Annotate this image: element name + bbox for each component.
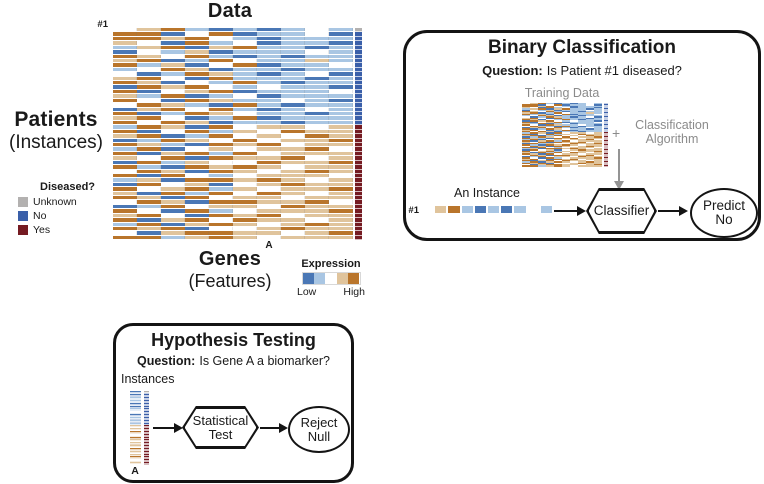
an-instance-label: An Instance bbox=[453, 186, 520, 200]
yes-swatch bbox=[18, 225, 28, 235]
patients-axis-label: Patients (Instances) bbox=[0, 108, 112, 154]
diseased-legend: Diseased? Unknown No Yes bbox=[18, 181, 95, 236]
instances-label: Instances bbox=[121, 372, 175, 386]
instance-arrow-head bbox=[577, 206, 586, 216]
legend-item-label: No bbox=[33, 210, 47, 222]
classifier-arrow-head bbox=[679, 206, 688, 216]
genes-title: Genes bbox=[198, 248, 262, 270]
classification-algorithm-label: Classification Algorithm bbox=[635, 118, 709, 147]
legend-item-label: Unknown bbox=[33, 196, 77, 208]
expression-low-label: Low bbox=[297, 286, 317, 298]
patients-title: Patients bbox=[14, 108, 98, 131]
diseased-legend-title: Diseased? bbox=[40, 181, 96, 193]
strip-arrow-head bbox=[174, 423, 183, 433]
reject-null-label: Reject Null bbox=[300, 415, 338, 444]
instance-strip bbox=[422, 206, 553, 213]
binary-panel-title: Binary Classification bbox=[488, 37, 676, 58]
patients-subtitle: (Instances) bbox=[9, 132, 103, 153]
hypothesis-question-label: Question: bbox=[137, 354, 196, 368]
unknown-swatch bbox=[18, 197, 28, 207]
colA-label-strip: A bbox=[131, 465, 139, 477]
reject-null-node: Reject Null bbox=[288, 406, 350, 453]
training-data-label: Training Data bbox=[524, 86, 600, 100]
class-label-column bbox=[355, 28, 362, 241]
legend-item-label: Yes bbox=[33, 224, 51, 236]
expression-color-scale bbox=[301, 272, 361, 285]
row1-label: #1 bbox=[97, 19, 108, 30]
binary-classification-panel: Binary Classification Question:Is Patien… bbox=[403, 30, 761, 241]
binary-question-text: Is Patient #1 diseased? bbox=[546, 63, 682, 78]
binary-question: Question:Is Patient #1 diseased? bbox=[406, 63, 758, 78]
statistical-test-node: Statistical Test bbox=[182, 406, 259, 449]
expression-high-label: High bbox=[343, 286, 365, 298]
geneA-class-strip bbox=[144, 391, 149, 466]
instance-arrow-line bbox=[554, 209, 579, 213]
predict-label: Predict No bbox=[702, 198, 746, 227]
genes-axis-label: Genes (Features) bbox=[155, 248, 305, 292]
instance-row-label: #1 bbox=[408, 205, 419, 216]
classifier-node: Classifier bbox=[586, 188, 657, 234]
algorithm-arrow-line bbox=[618, 149, 621, 182]
legend-item-yes: Yes bbox=[18, 224, 95, 236]
legend-item-unknown: Unknown bbox=[18, 196, 95, 208]
predict-node: Predict No bbox=[690, 188, 758, 238]
hypothesis-question: Question:Is Gene A a biomarker? bbox=[116, 354, 351, 368]
strip-arrow-line bbox=[153, 426, 176, 430]
expression-scale-labels: Low High bbox=[297, 286, 365, 298]
algorithm-arrow-head bbox=[613, 181, 624, 190]
legend-item-no: No bbox=[18, 210, 95, 222]
colA-label-main: A bbox=[265, 240, 273, 251]
plus-sign: + bbox=[612, 125, 621, 141]
test-arrow-head bbox=[279, 423, 288, 433]
no-swatch bbox=[18, 211, 28, 221]
expression-legend-title: Expression bbox=[301, 258, 361, 270]
data-title: Data bbox=[207, 0, 253, 22]
main-heatmap bbox=[113, 28, 353, 241]
classifier-label: Classifier bbox=[593, 203, 650, 219]
statistical-test-label: Statistical Test bbox=[192, 413, 249, 442]
binary-question-label: Question: bbox=[482, 63, 543, 78]
test-arrow-line bbox=[260, 426, 281, 430]
training-data-heatmap bbox=[522, 103, 602, 167]
hypothesis-panel-title: Hypothesis Testing bbox=[151, 330, 316, 350]
training-class-bar bbox=[604, 103, 608, 167]
hypothesis-question-text: Is Gene A a biomarker? bbox=[199, 354, 330, 368]
expression-legend: Expression Low High bbox=[297, 258, 365, 298]
genes-subtitle: (Features) bbox=[188, 271, 272, 291]
classifier-arrow-line bbox=[658, 209, 681, 213]
hypothesis-testing-panel: Hypothesis Testing Question:Is Gene A a … bbox=[113, 323, 354, 483]
geneA-strip bbox=[130, 391, 141, 466]
